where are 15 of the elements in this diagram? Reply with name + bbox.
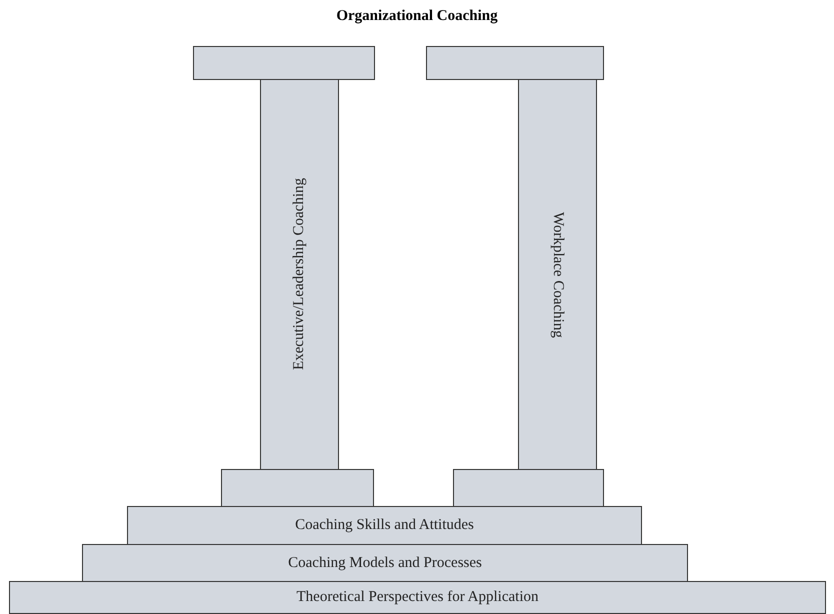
pillar-column bbox=[518, 79, 597, 470]
pillar-label: Coaching Skills and Attitudes bbox=[295, 517, 474, 534]
pillar-column bbox=[260, 79, 339, 470]
foundation-step bbox=[127, 506, 642, 545]
capital-block bbox=[193, 46, 375, 80]
capital-block bbox=[426, 46, 604, 80]
pillar-label: Executive/Leadership Coaching bbox=[291, 178, 308, 370]
foundation-step bbox=[9, 581, 826, 614]
pillar-label: Coaching Models and Processes bbox=[288, 554, 482, 572]
pillar-label: Workplace Coaching bbox=[549, 212, 566, 338]
diagram-title: Organizational Coaching bbox=[335, 8, 499, 25]
pillar-label: Theoretical Perspectives for Application bbox=[296, 589, 538, 606]
base-block bbox=[453, 469, 604, 507]
foundation-step bbox=[82, 544, 688, 582]
base-block bbox=[221, 469, 374, 507]
